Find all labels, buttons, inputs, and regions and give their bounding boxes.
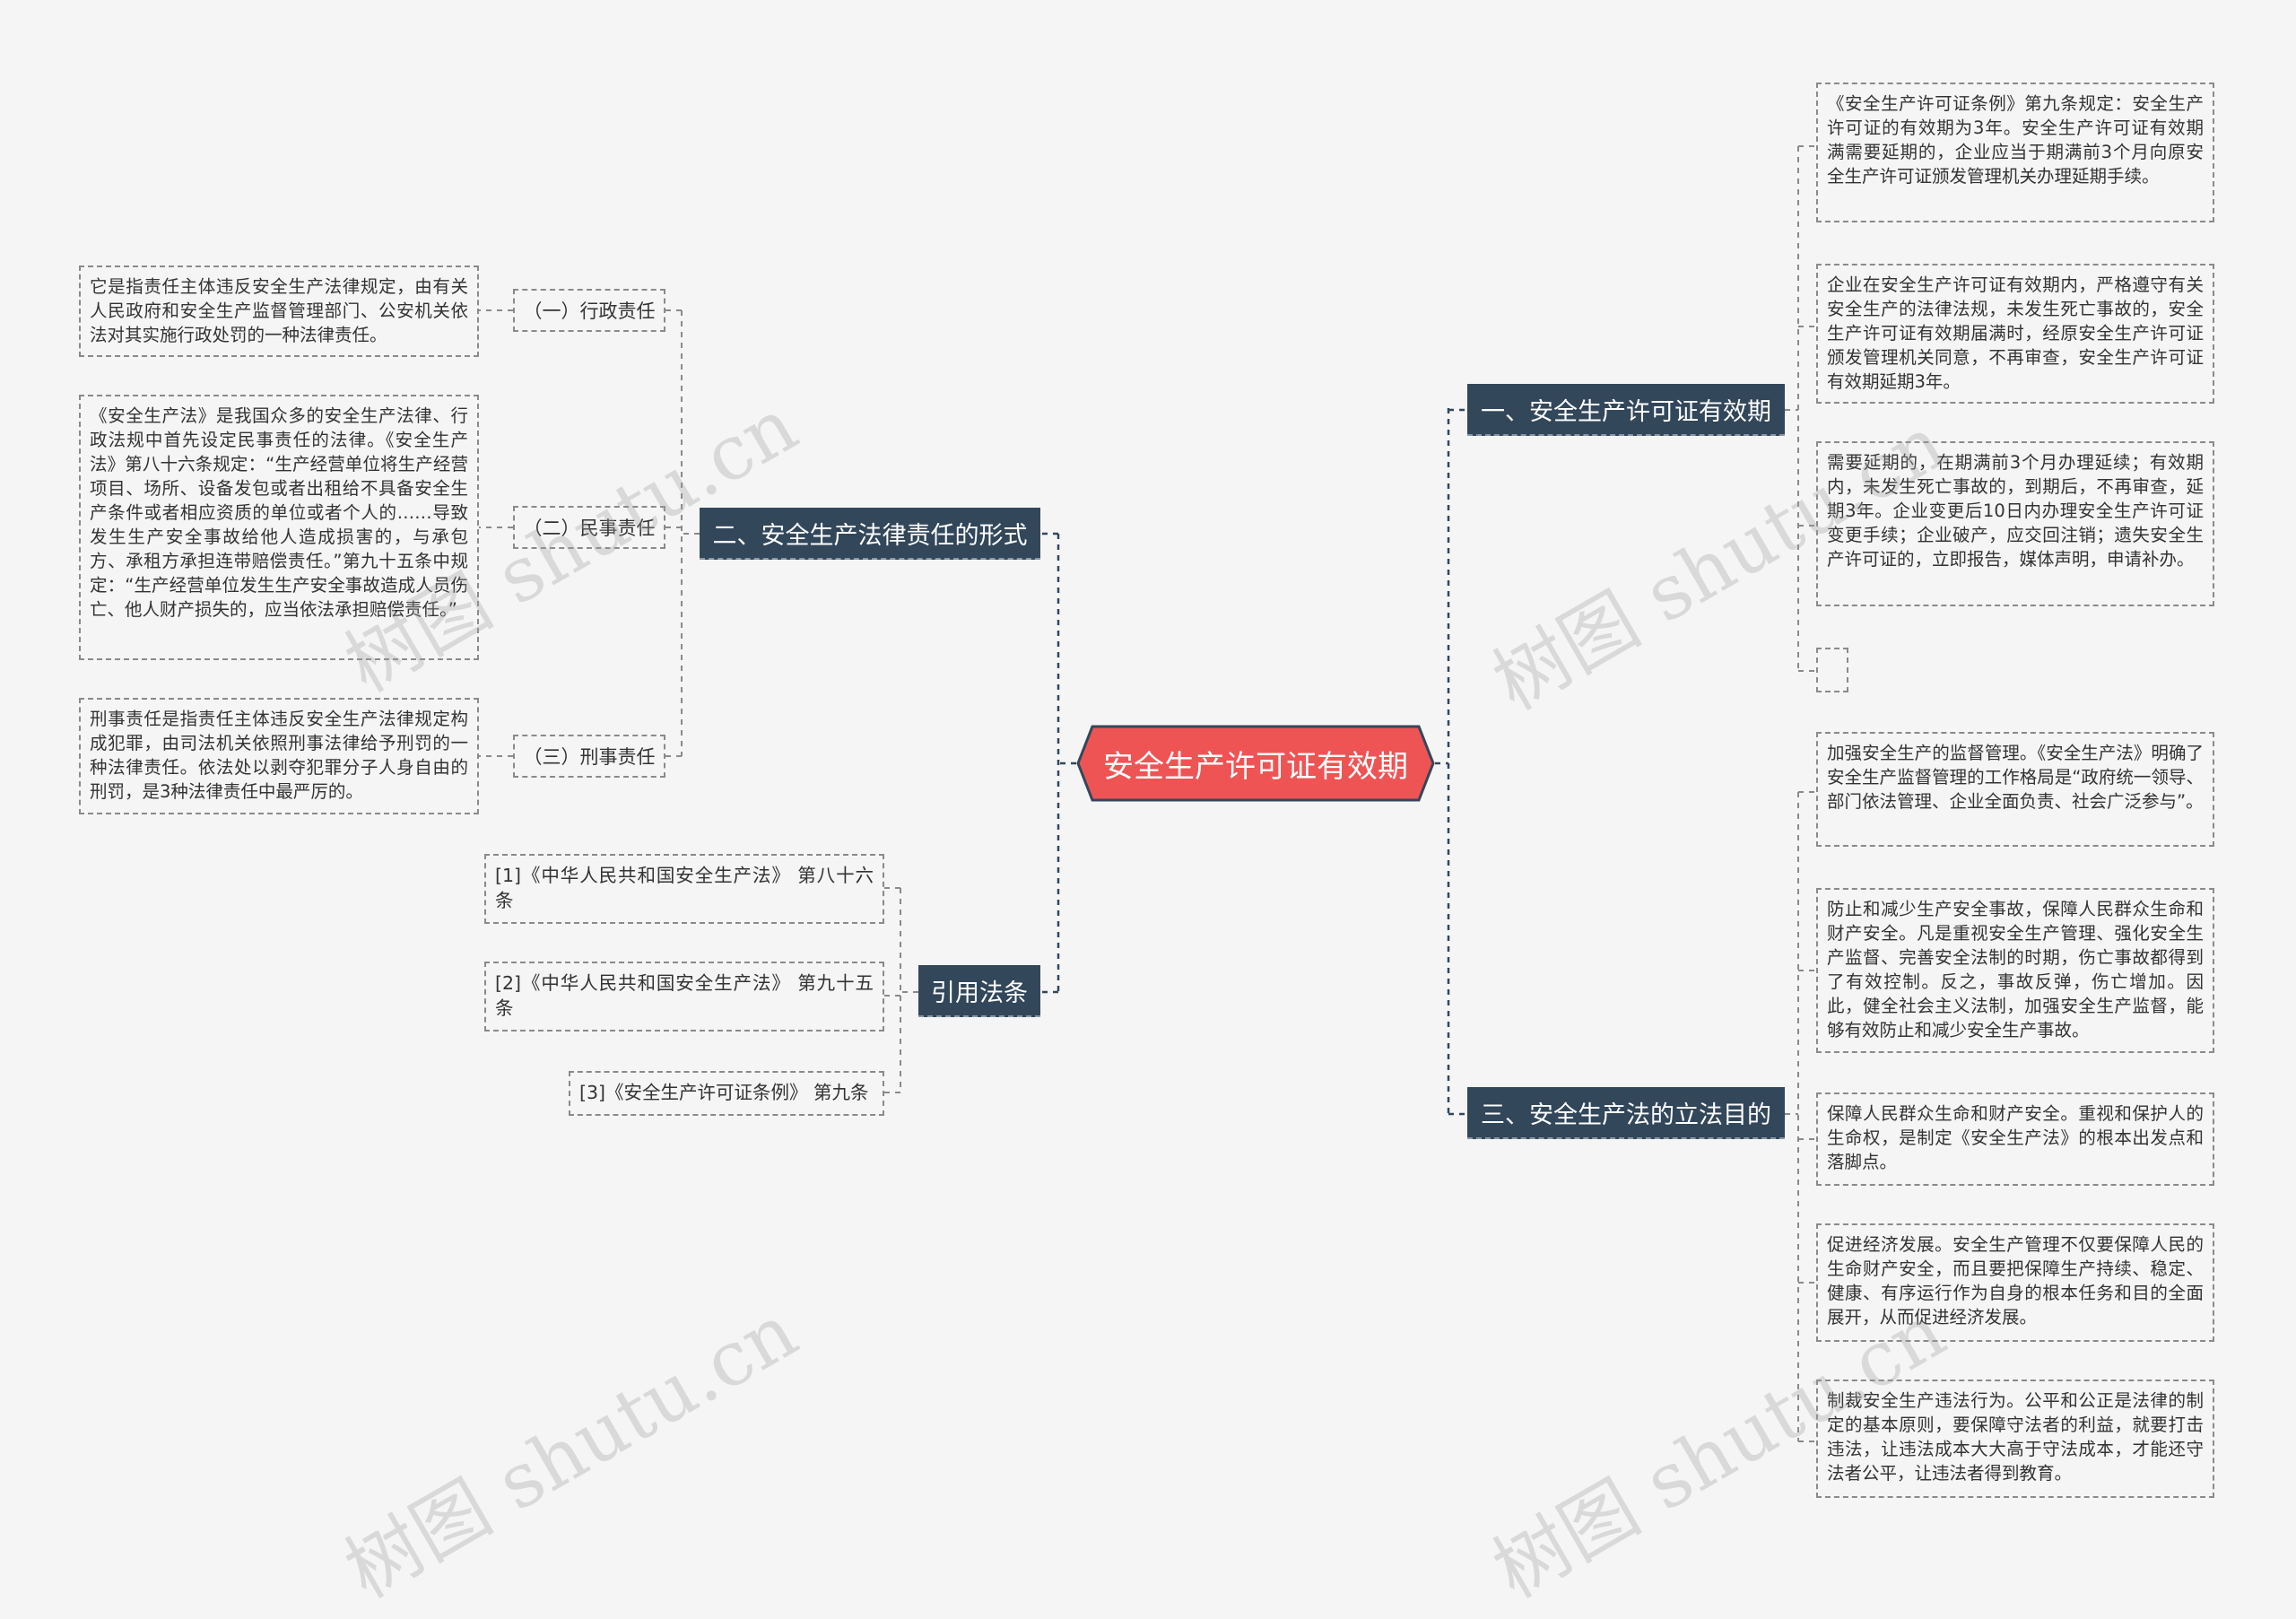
- branch-liability-label: 二、安全生产法律责任的形式: [712, 521, 1028, 550]
- liability-administrative[interactable]: （一）行政责任: [513, 289, 665, 332]
- purpose-leaf-4[interactable]: 促进经济发展。安全生产管理不仅要保障人民的生命财产安全，而且要把保障生产持续、稳…: [1816, 1223, 2214, 1342]
- reference-item-1[interactable]: [1]《中华人民共和国安全生产法》 第八十六条: [484, 854, 884, 924]
- branch-validity[interactable]: 一、安全生产许可证有效期: [1467, 384, 1785, 436]
- liability-criminal[interactable]: （三）刑事责任: [513, 735, 665, 778]
- branch-references[interactable]: 引用法条: [918, 965, 1040, 1017]
- validity-leaf-1[interactable]: 《安全生产许可证条例》第九条规定：安全生产许可证的有效期为3年。安全生产许可证有…: [1816, 83, 2214, 222]
- liability-civil[interactable]: （二）民事责任: [513, 506, 665, 549]
- root-topic[interactable]: 安全生产许可证有效期: [1076, 725, 1435, 802]
- branch-references-label: 引用法条: [931, 979, 1028, 1007]
- branch-liability[interactable]: 二、安全生产法律责任的形式: [700, 508, 1040, 560]
- branch-purpose[interactable]: 三、安全生产法的立法目的: [1467, 1087, 1785, 1139]
- branch-purpose-label: 三、安全生产法的立法目的: [1481, 1101, 1771, 1129]
- liability-criminal-detail[interactable]: 刑事责任是指责任主体违反安全生产法律规定构成犯罪，由司法机关依照刑事法律给予刑罚…: [79, 698, 479, 814]
- validity-leaf-3[interactable]: 需要延期的，在期满前3个月办理延续；有效期内，未发生死亡事故的，到期后，不再审查…: [1816, 441, 2214, 606]
- liability-criminal-label: （三）刑事责任: [523, 746, 656, 768]
- root-label: 安全生产许可证有效期: [1103, 748, 1408, 785]
- reference-item-3[interactable]: [3]《安全生产许可证条例》 第九条: [569, 1071, 884, 1116]
- reference-item-2[interactable]: [2]《中华人民共和国安全生产法》 第九十五条: [484, 962, 884, 1031]
- branch-validity-label: 一、安全生产许可证有效期: [1481, 397, 1771, 426]
- purpose-leaf-2[interactable]: 防止和减少生产安全事故，保障人民群众生命和财产安全。凡是重视安全生产管理、强化安…: [1816, 888, 2214, 1053]
- liability-administrative-detail[interactable]: 它是指责任主体违反安全生产法律规定，由有关人民政府和安全生产监督管理部门、公安机…: [79, 265, 479, 357]
- validity-leaf-2[interactable]: 企业在安全生产许可证有效期内，严格遵守有关安全生产的法律法规，未发生死亡事故的，…: [1816, 264, 2214, 404]
- liability-civil-detail[interactable]: 《安全生产法》是我国众多的安全生产法律、行政法规中首先设定民事责任的法律。《安全…: [79, 395, 479, 660]
- purpose-leaf-1[interactable]: 加强安全生产的监督管理。《安全生产法》明确了安全生产监督管理的工作格局是“政府统…: [1816, 732, 2214, 847]
- purpose-leaf-5[interactable]: 制裁安全生产违法行为。公平和公正是法律的制定的基本原则，要保障守法者的利益，就要…: [1816, 1380, 2214, 1498]
- liability-civil-label: （二）民事责任: [523, 518, 656, 539]
- root-hexagon-shape: [1076, 725, 1435, 802]
- purpose-leaf-3[interactable]: 保障人民群众生命和财产安全。重视和保护人的生命权，是制定《安全生产法》的根本出发…: [1816, 1092, 2214, 1186]
- connector-lines: [479, 145, 1816, 1442]
- liability-administrative-label: （一）行政责任: [523, 300, 656, 322]
- validity-leaf-empty[interactable]: [1816, 648, 1848, 692]
